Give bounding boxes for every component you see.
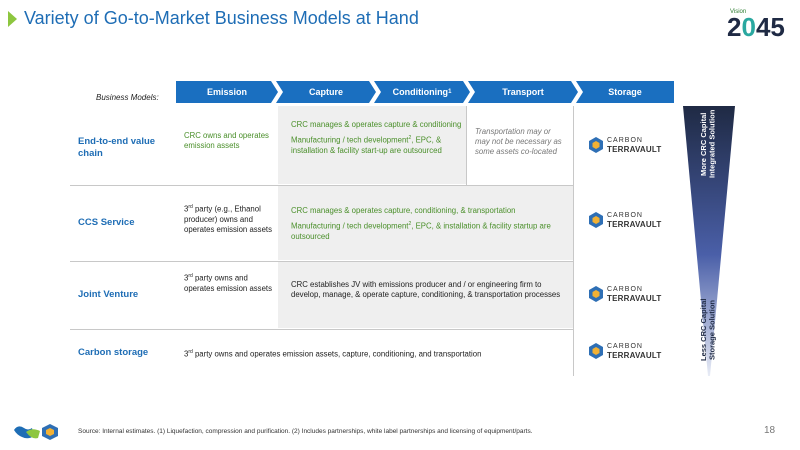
shade-row3-capture xyxy=(278,262,573,328)
column-header-capture: Capture xyxy=(276,81,376,103)
row2-capture-text: CRC manages & operates capture, conditio… xyxy=(291,206,551,241)
wedge-top-label: More CRC Capital Integrated Solution xyxy=(699,109,717,179)
terravault-hex-icon xyxy=(589,137,603,153)
title-chevron-icon xyxy=(8,11,17,27)
row-label-end-to-end: End-to-end value chain xyxy=(78,135,156,159)
column-header-transport: Transport xyxy=(468,81,578,103)
row-label-ccs-service: CCS Service xyxy=(78,216,135,228)
row4-text: 3rd party owns and operates emission ass… xyxy=(184,349,482,359)
vision-2045-logo: Vision 2045 xyxy=(727,8,793,42)
row-label-carbon-storage: Carbon storage xyxy=(78,346,149,358)
row1-capture-text: CRC manages & operates capture & conditi… xyxy=(291,120,462,155)
shade-row1-capture xyxy=(278,106,466,184)
logo-year: 2045 xyxy=(727,12,785,42)
source-footnote: Source: Internal estimates. (1) Liquefac… xyxy=(78,428,533,435)
row3-emission-text: 3rd party owns and operates emission ass… xyxy=(184,273,272,293)
row1-transport-note: Transportation may or may not be necessa… xyxy=(475,127,562,157)
row2-emission-text: 3rd party (e.g., Ethanol producer) owns … xyxy=(184,204,272,234)
business-models-label: Business Models: xyxy=(96,93,159,102)
page-title: Variety of Go-to-Market Business Models … xyxy=(24,8,419,28)
terravault-hex-icon xyxy=(589,212,603,228)
capital-gradient-wedge xyxy=(683,106,735,376)
row1-emission-text: CRC owns and operates emission assets xyxy=(184,131,269,151)
row-divider xyxy=(70,261,573,262)
column-header-storage: Storage xyxy=(576,81,674,103)
row-divider xyxy=(70,329,573,330)
terravault-hex-icon xyxy=(589,286,603,302)
column-divider xyxy=(466,106,467,185)
row-divider xyxy=(70,185,573,186)
shade-row2-capture xyxy=(278,186,573,260)
column-divider xyxy=(573,106,574,376)
logo-small-text: Vision xyxy=(730,9,747,15)
crc-footer-logo xyxy=(14,424,58,440)
column-header-emission: Emission xyxy=(176,81,278,103)
wedge-bottom-label: Less CRC Capital Storage Solution xyxy=(699,298,717,362)
page-number: 18 xyxy=(764,425,776,436)
terravault-hex-icon xyxy=(589,343,603,359)
logo-zero-globe-icon: 0 xyxy=(741,12,756,42)
row3-capture-text: CRC establishes JV with emissions produc… xyxy=(291,280,561,300)
row-label-joint-venture: Joint Venture xyxy=(78,288,139,300)
